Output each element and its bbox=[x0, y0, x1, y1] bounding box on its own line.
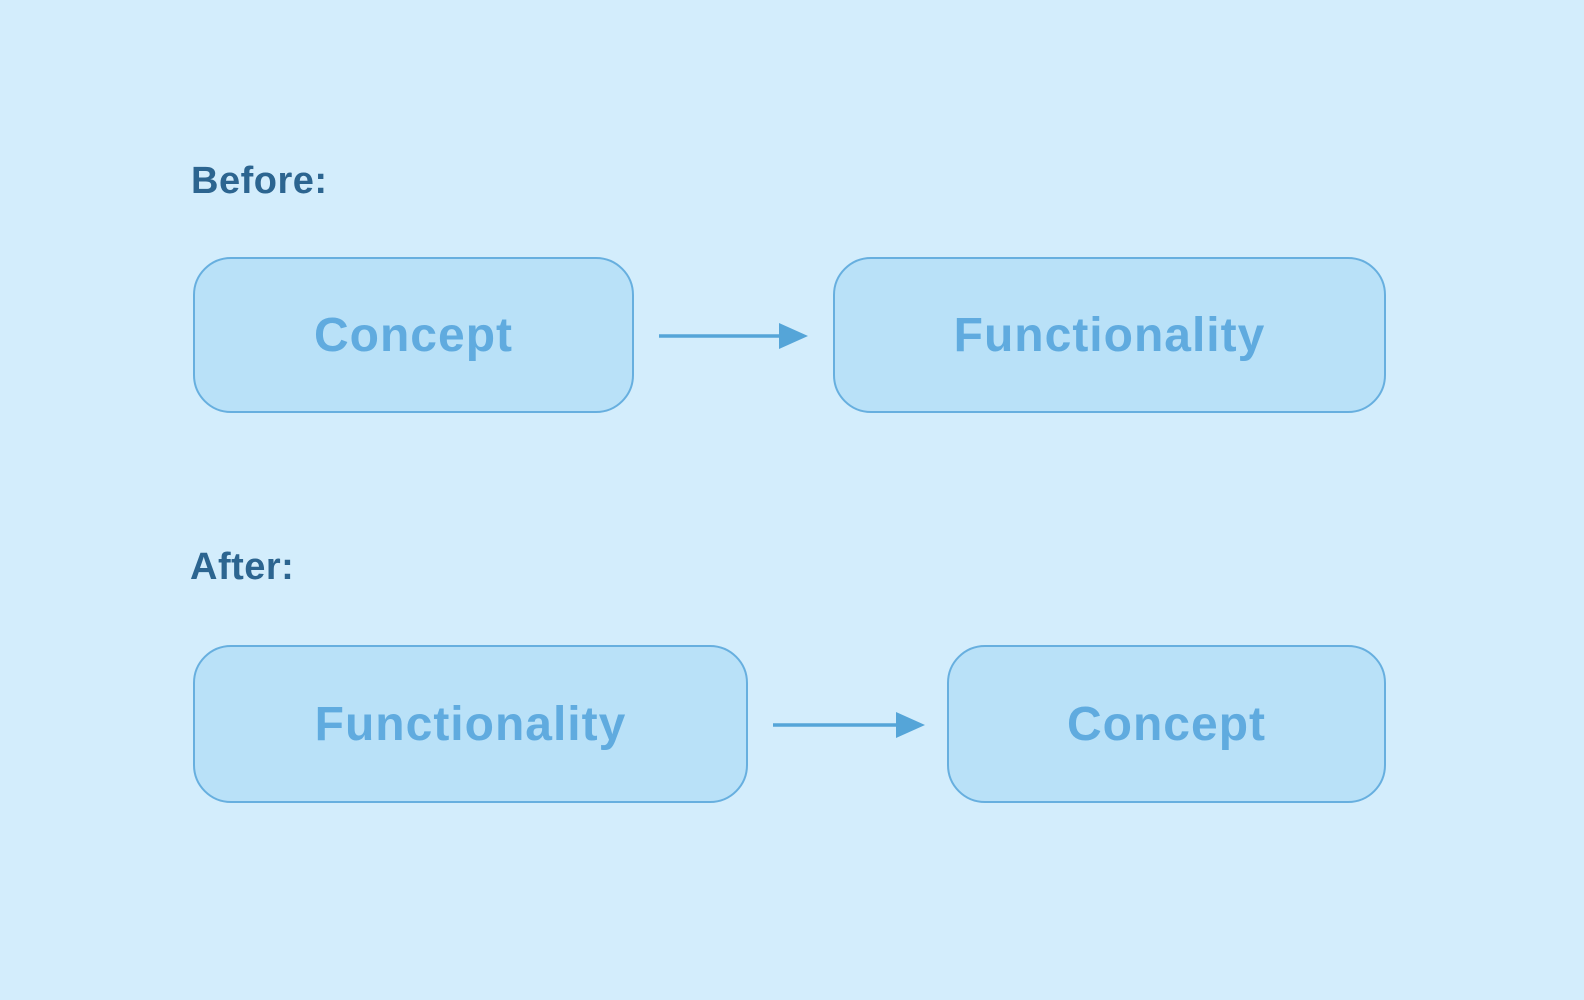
node-after-functionality: Functionality bbox=[193, 645, 748, 803]
node-after-concept: Concept bbox=[947, 645, 1386, 803]
node-before-concept: Concept bbox=[193, 257, 634, 413]
arrow-before-head bbox=[779, 323, 808, 349]
node-before-functionality: Functionality bbox=[833, 257, 1386, 413]
section-label-before: Before: bbox=[191, 160, 328, 202]
section-label-after: After: bbox=[190, 546, 295, 588]
arrow-after-icon bbox=[773, 712, 925, 738]
node-after-concept-label: Concept bbox=[1067, 697, 1266, 751]
arrow-before-icon bbox=[659, 323, 808, 349]
arrow-after-head bbox=[896, 712, 925, 738]
node-after-functionality-label: Functionality bbox=[314, 697, 627, 751]
node-before-concept-label: Concept bbox=[314, 308, 513, 362]
node-before-functionality-label: Functionality bbox=[953, 308, 1266, 362]
